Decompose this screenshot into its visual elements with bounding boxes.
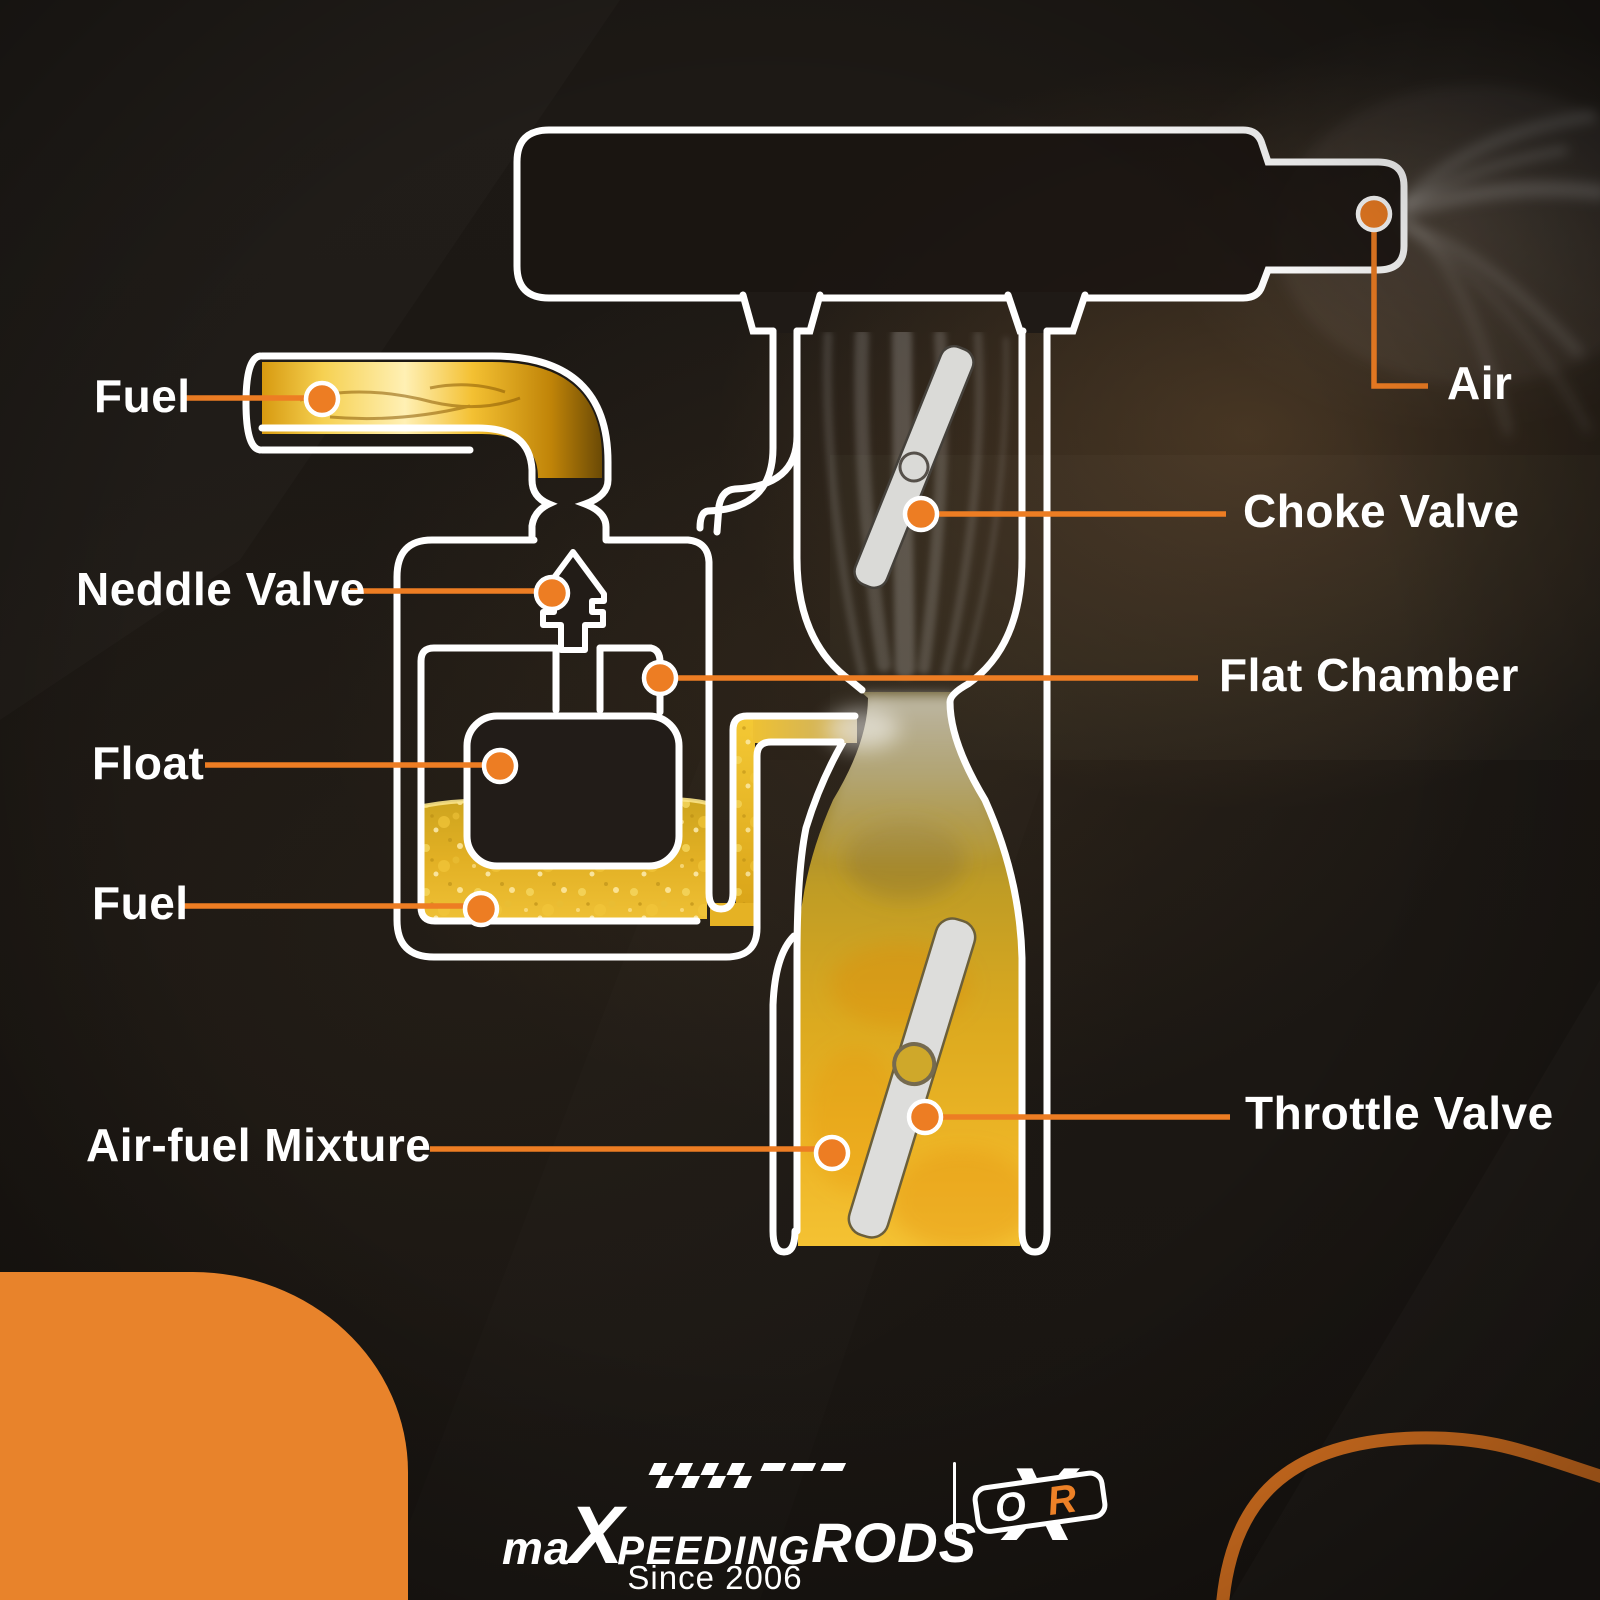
brand-peeding: PEEDING <box>617 1529 812 1573</box>
throttle-valve-plate <box>847 917 977 1239</box>
label-fuel-inlet: Fuel <box>94 370 191 422</box>
checkered-flag-icon <box>648 1463 847 1488</box>
dot-fuel-inlet <box>303 380 341 418</box>
float-body <box>463 712 683 870</box>
leader-lines <box>184 228 1428 1152</box>
dot-choke-valve <box>902 495 940 533</box>
brand-wordmark: ma X PEEDING RODS <box>502 1489 978 1577</box>
brand-ma: ma <box>502 1522 571 1574</box>
brand-rods: RODS <box>811 1511 978 1574</box>
label-needle-valve: Neddle Valve <box>76 563 366 615</box>
dot-air-fuel-mixture <box>813 1134 851 1172</box>
venturi-left-lower <box>793 738 847 1235</box>
label-fuel-bowl: Fuel <box>92 877 189 929</box>
dot-throttle-valve <box>906 1098 944 1136</box>
brand-bar: ma X PEEDING RODS Since 2006 <box>480 1455 1140 1600</box>
xr-emblem: X O R <box>972 1452 1108 1552</box>
dot-float <box>481 747 519 785</box>
label-air-fuel-mixture: Air-fuel Mixture <box>86 1119 432 1171</box>
vent-pipe-outer <box>696 327 777 532</box>
label-flat-chamber: Flat Chamber <box>1219 649 1519 701</box>
label-choke-valve: Choke Valve <box>1243 485 1520 537</box>
barrel-right-outer <box>1018 327 1051 1256</box>
fuel-inlet-gold <box>262 362 602 478</box>
label-float: Float <box>92 737 205 789</box>
air-horn <box>513 126 1408 335</box>
brand-since: Since 2006 <box>627 1559 803 1596</box>
barrel-left-outer <box>769 932 799 1256</box>
emblem-r: R <box>1045 1476 1080 1524</box>
float-chamber <box>393 536 899 961</box>
brand-x: X <box>568 1490 624 1581</box>
corner-curve-accent <box>1216 1431 1600 1600</box>
label-throttle-valve: Throttle Valve <box>1245 1087 1554 1139</box>
brand-divider <box>953 1462 956 1540</box>
dot-fuel-bowl <box>462 890 500 928</box>
barrel-interior <box>798 332 1020 1246</box>
dot-flat-chamber <box>641 659 679 697</box>
emblem-o: O <box>992 1483 1029 1531</box>
dot-needle-valve <box>533 574 571 612</box>
label-air: Air <box>1447 357 1513 409</box>
venturi-right <box>946 327 1026 1235</box>
leader-dots <box>303 195 1393 1172</box>
fuel-inlet-pipe <box>242 352 612 544</box>
corner-accent-shape <box>0 1272 408 1600</box>
barrel-walls <box>696 327 1051 1256</box>
dot-air <box>1355 195 1393 233</box>
vent-pipe-inner <box>713 432 801 536</box>
choke-valve-plate <box>853 344 975 590</box>
